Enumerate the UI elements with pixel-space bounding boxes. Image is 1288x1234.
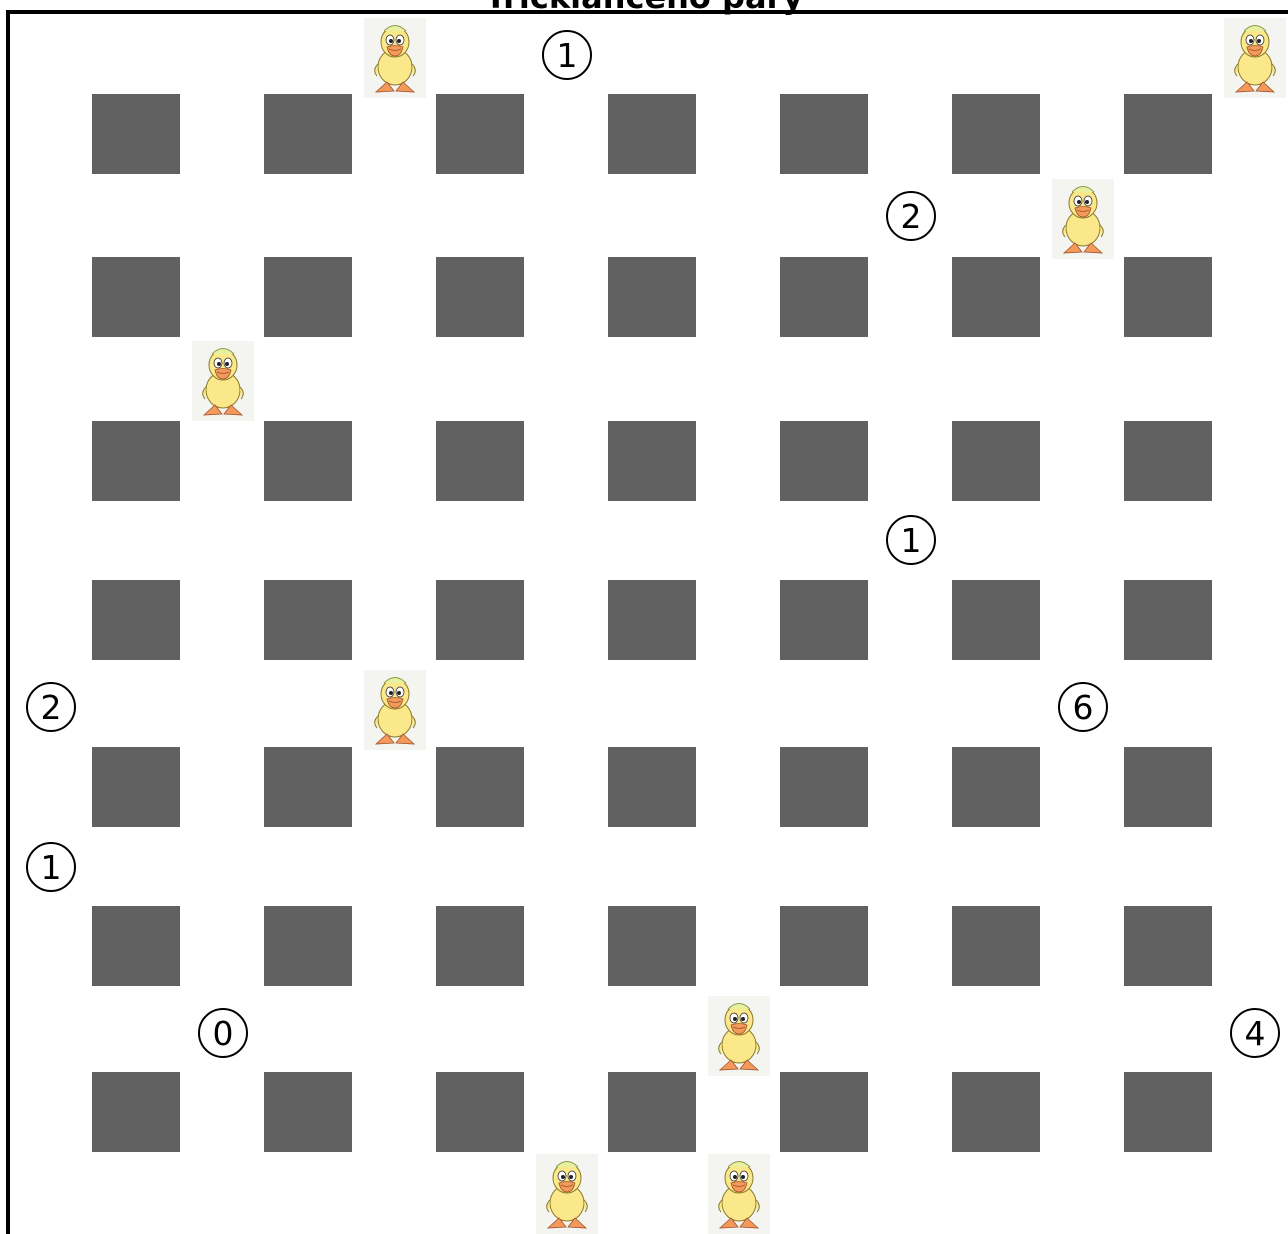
grid-block — [608, 257, 696, 337]
duck-icon — [1224, 18, 1286, 98]
grid-block — [952, 421, 1040, 501]
duck-icon — [708, 1154, 770, 1234]
grid-block — [436, 1072, 524, 1152]
grid-block — [436, 94, 524, 174]
grid-block — [436, 257, 524, 337]
grid-block — [264, 906, 352, 986]
grid-block — [264, 747, 352, 827]
grid-block — [92, 580, 180, 660]
grid-block — [952, 1072, 1040, 1152]
grid-block — [780, 1072, 868, 1152]
duck-icon — [364, 18, 426, 98]
duck-icon — [1052, 179, 1114, 259]
grid-block — [1124, 94, 1212, 174]
grid-block — [1124, 580, 1212, 660]
grid-block — [952, 747, 1040, 827]
clue-number: 1 — [542, 30, 592, 80]
grid-block — [608, 421, 696, 501]
board-left-border — [6, 10, 10, 1234]
grid-block — [436, 906, 524, 986]
grid-block — [608, 1072, 696, 1152]
grid-block — [92, 1072, 180, 1152]
grid-block — [264, 1072, 352, 1152]
grid-block — [92, 94, 180, 174]
clue-number: 6 — [1058, 682, 1108, 732]
grid-block — [436, 421, 524, 501]
clue-number: 0 — [198, 1008, 248, 1058]
grid-block — [1124, 1072, 1212, 1152]
clue-number: 1 — [26, 842, 76, 892]
grid-block — [780, 747, 868, 827]
grid-block — [608, 94, 696, 174]
clue-number: 4 — [1230, 1008, 1280, 1058]
grid-block — [952, 580, 1040, 660]
grid-block — [264, 257, 352, 337]
grid-block — [780, 94, 868, 174]
clue-number: 2 — [26, 682, 76, 732]
duck-icon — [536, 1154, 598, 1234]
grid-block — [780, 580, 868, 660]
grid-block — [780, 906, 868, 986]
grid-block — [92, 747, 180, 827]
grid-block — [780, 421, 868, 501]
grid-block — [264, 580, 352, 660]
grid-block — [1124, 421, 1212, 501]
grid-block — [264, 421, 352, 501]
grid-block — [1124, 257, 1212, 337]
duck-icon — [364, 670, 426, 750]
grid-block — [608, 580, 696, 660]
clue-number: 2 — [886, 191, 936, 241]
grid-block — [952, 906, 1040, 986]
clue-number: 1 — [886, 515, 936, 565]
grid-block — [92, 257, 180, 337]
grid-block — [780, 257, 868, 337]
grid-block — [436, 580, 524, 660]
duck-icon — [708, 996, 770, 1076]
grid-block — [92, 421, 180, 501]
grid-block — [436, 747, 524, 827]
grid-block — [264, 94, 352, 174]
grid-block — [952, 257, 1040, 337]
grid-block — [608, 906, 696, 986]
grid-block — [1124, 906, 1212, 986]
grid-block — [92, 906, 180, 986]
board-top-border — [6, 10, 1288, 14]
duck-icon — [192, 341, 254, 421]
grid-block — [952, 94, 1040, 174]
grid-block — [608, 747, 696, 827]
grid-block — [1124, 747, 1212, 827]
